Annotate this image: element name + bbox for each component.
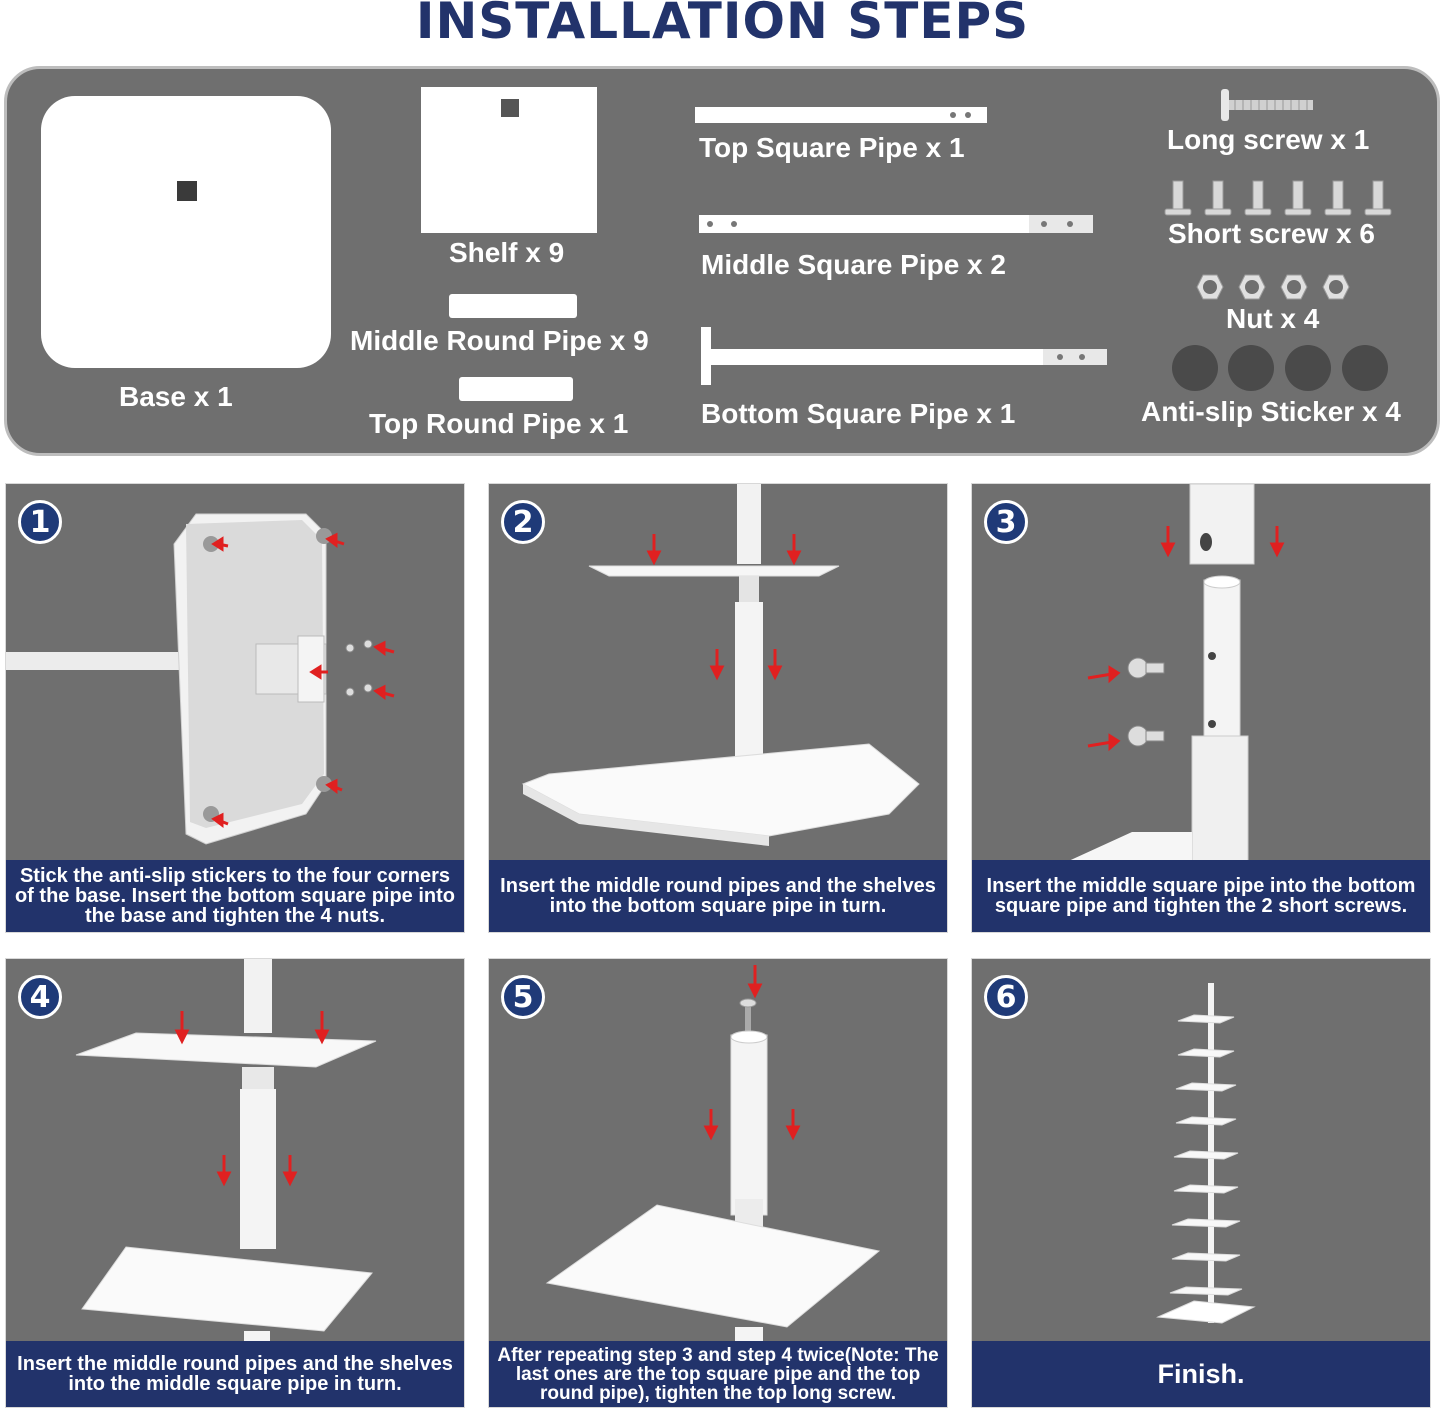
- top-round-pipe-image: [459, 377, 573, 401]
- step-6-caption: Finish.: [972, 1341, 1430, 1407]
- step-5-illustration: [545, 965, 881, 1351]
- step-2-illustration: [521, 484, 920, 846]
- middle-round-pipe-label: Middle Round Pipe x 9: [350, 325, 649, 356]
- step-2-panel: 2 Insert the middle round pipes and the …: [488, 483, 948, 933]
- base-label: Base x 1: [119, 381, 233, 412]
- step-3-number: 3: [984, 500, 1028, 544]
- short-screw-label: Short screw x 6: [1168, 218, 1375, 249]
- short-screws-image: [1164, 180, 1392, 216]
- top-round-pipe-label: Top Round Pipe x 1: [369, 408, 629, 439]
- anti-slip-stickers-image: [1172, 345, 1388, 391]
- nut-label: Nut x 4: [1226, 303, 1320, 334]
- bottom-square-pipe-label: Bottom Square Pipe x 1: [701, 398, 1016, 429]
- step-4-illustration: [75, 959, 377, 1351]
- step-2-caption: Insert the middle round pipes and the sh…: [489, 860, 947, 932]
- step-5-panel: 5 After repeating step 3 and step 4 twic…: [488, 958, 948, 1408]
- step-2-number: 2: [501, 500, 545, 544]
- middle-square-pipe-label: Middle Square Pipe x 2: [701, 249, 1006, 280]
- step-5-caption: After repeating step 3 and step 4 twice(…: [489, 1341, 947, 1407]
- middle-round-pipe-image: [449, 294, 577, 318]
- step-1-number: 1: [18, 500, 62, 544]
- parts-panel: Base x 1 Shelf x 9 Middle Round Pipe x 9…: [4, 66, 1440, 456]
- anti-slip-sticker-label: Anti-slip Sticker x 4: [1141, 396, 1401, 427]
- middle-square-pipe-image: [699, 215, 1093, 233]
- base-image: [41, 96, 331, 368]
- top-square-pipe-image: [695, 107, 987, 123]
- long-screw-label: Long screw x 1: [1167, 124, 1370, 155]
- step-5-number: 5: [501, 975, 545, 1019]
- step-1-caption: Stick the anti-slip stickers to the four…: [6, 860, 464, 932]
- shelf-label: Shelf x 9: [449, 237, 565, 268]
- step-4-number: 4: [18, 975, 62, 1019]
- step-4-caption: Insert the middle round pipes and the sh…: [6, 1341, 464, 1407]
- step-3-panel: 3 Insert the middle square pipe into the…: [971, 483, 1431, 933]
- step-6-panel: 6 Finish.: [971, 958, 1431, 1408]
- step-3-caption: Insert the middle square pipe into the b…: [972, 860, 1430, 932]
- nuts-image: [1196, 274, 1350, 300]
- step-4-panel: 4 Insert the middle round pipes and the …: [5, 958, 465, 1408]
- step-6-illustration: [1156, 983, 1256, 1324]
- step-1-panel: 1 Stick the anti-slip stickers to the fo…: [5, 483, 465, 933]
- step-6-number: 6: [984, 975, 1028, 1019]
- step-1-illustration: [6, 513, 395, 845]
- long-screw-image: [1221, 89, 1313, 121]
- page-title: INSTALLATION STEPS: [415, 0, 1030, 50]
- shelf-image: [421, 87, 597, 233]
- step-3-illustration: [1062, 484, 1285, 867]
- top-square-pipe-label: Top Square Pipe x 1: [699, 132, 965, 163]
